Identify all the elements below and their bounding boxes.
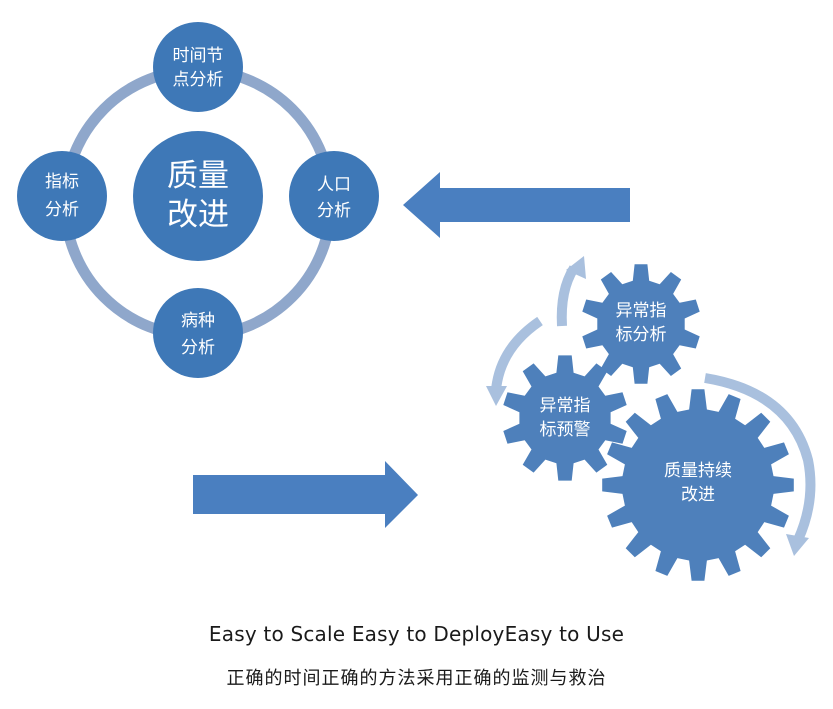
cycle-arrow-top-head [566,256,586,279]
gear-top-line2: 标分析 [616,325,667,345]
node-left-line1: 指标 [45,172,79,192]
analysis-cycle: 质量 改进 时间节 点分析 人口 分析 病种 分析 指标 分析 [17,22,379,378]
center-node-line2: 改进 [167,197,229,233]
gear-top-line1: 异常指 [616,301,667,321]
cycle-arrow-top [556,265,579,327]
gear-big-line2: 改进 [681,485,715,505]
arrow-right [193,461,418,528]
node-top: 时间节 点分析 [153,22,243,112]
center-node-circle [133,131,263,261]
node-left-line2: 分析 [45,200,79,220]
cycle-arrow-left [491,316,543,391]
gear-left [503,355,627,481]
gear-big [602,389,794,581]
node-left: 指标 分析 [17,151,107,241]
node-bottom-line1: 病种 [181,311,215,331]
node-right: 人口 分析 [289,151,379,241]
node-bottom-circle [153,288,243,378]
node-bottom: 病种 分析 [153,288,243,378]
node-left-circle [17,151,107,241]
node-bottom-line2: 分析 [181,338,215,358]
node-right-line2: 分析 [317,201,351,221]
gear-top [582,264,700,384]
gear-group: 异常指 标分析 异常指 标预警 质量持续 改进 [486,256,816,581]
cycle-arrow-right [704,373,816,543]
center-node-line1: 质量 [167,158,229,194]
gear-left-line2: 标预警 [540,420,591,440]
node-top-line1: 时间节 [173,46,224,66]
cycle-arrow-right-head [786,534,809,556]
cycle-arrow-left-head [486,386,507,406]
tagline-chinese: 正确的时间正确的方法采用正确的监测与救治 [226,668,607,689]
node-top-line2: 点分析 [173,70,224,90]
tagline-english: Easy to Scale Easy to DeployEasy to Use [208,622,625,646]
node-right-line1: 人口 [317,175,351,195]
node-right-circle [289,151,379,241]
center-node: 质量 改进 [133,131,263,261]
arrow-left [403,172,630,238]
gear-big-line1: 质量持续 [664,461,732,481]
node-top-circle [153,22,243,112]
gear-left-line1: 异常指 [540,396,591,416]
